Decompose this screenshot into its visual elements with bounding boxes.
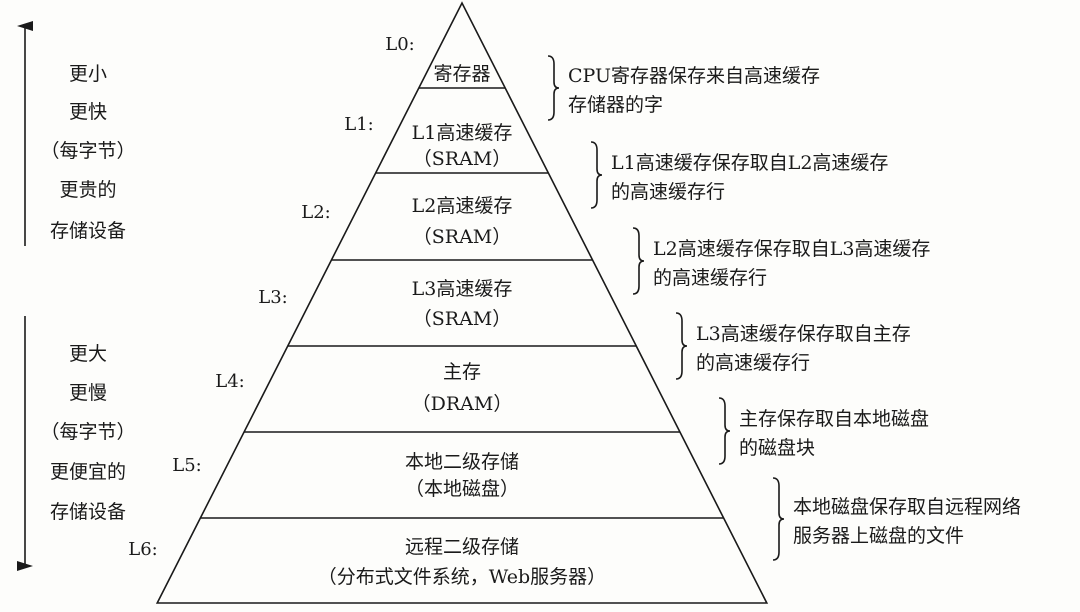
brace-icon xyxy=(590,141,603,209)
left-top-text: 存储设备 xyxy=(50,220,126,242)
level-name: （本地磁盘） xyxy=(405,478,519,500)
level-name: 寄存器 xyxy=(433,63,490,85)
left-bottom-text: 更慢 xyxy=(69,382,107,404)
note-text: CPU寄存器保存来自高速缓存 xyxy=(568,65,820,87)
note-text: 存储器的字 xyxy=(568,94,663,116)
brace-icon xyxy=(718,397,731,465)
note-text: 的高速缓存行 xyxy=(611,181,725,203)
left-top-text: （每字节） xyxy=(40,140,135,162)
left-bottom-text: 更便宜的 xyxy=(50,461,126,483)
level-label: L4: xyxy=(215,371,244,392)
brace-icon xyxy=(632,227,645,295)
level-name: 本地二级存储 xyxy=(405,451,519,473)
level-name: （SRAM） xyxy=(413,148,512,170)
level-name: 远程二级存储 xyxy=(405,536,519,558)
level-name: （SRAM） xyxy=(413,226,512,248)
brace-icon xyxy=(675,312,688,380)
brace-icon xyxy=(772,477,785,561)
note-text: 的高速缓存行 xyxy=(696,352,810,374)
note-text: L2高速缓存保存取自L3高速缓存 xyxy=(653,238,930,260)
level-name: （SRAM） xyxy=(413,308,512,330)
note-text: L3高速缓存保存取自主存 xyxy=(696,323,911,345)
left-bottom-text: 更大 xyxy=(69,343,107,365)
note-text: 服务器上磁盘的文件 xyxy=(793,525,964,547)
level-name: L3高速缓存 xyxy=(412,278,513,300)
level-name: （DRAM） xyxy=(412,393,513,415)
left-bottom-text: 存储设备 xyxy=(50,501,126,523)
left-bottom-text: （每字节） xyxy=(40,421,135,443)
level-notes: CPU寄存器保存来自高速缓存存储器的字L1高速缓存保存取自L2高速缓存的高速缓存… xyxy=(547,55,1021,561)
level-label: L5: xyxy=(172,455,201,476)
level-label: L2: xyxy=(301,202,330,223)
level-label: L3: xyxy=(258,287,287,308)
level-label: L6: xyxy=(128,539,157,560)
note-text: L1高速缓存保存取自L2高速缓存 xyxy=(611,152,888,174)
pyramid-outline xyxy=(155,1,769,604)
left-top-text: 更贵的 xyxy=(59,179,116,201)
level-label: L0: xyxy=(385,34,414,55)
note-text: 本地磁盘保存取自远程网络 xyxy=(793,496,1021,518)
left-top-text: 更小 xyxy=(69,63,107,85)
left-top-text: 更快 xyxy=(69,101,107,123)
note-text: 主存保存取自本地磁盘 xyxy=(739,408,929,430)
pyramid: L0: 寄存器 L1: L1高速缓存 （SRAM） L2: L2高速缓存 （SRAM） L3: L… xyxy=(128,1,769,604)
level-name: 主存 xyxy=(443,361,481,383)
note-text: 的磁盘块 xyxy=(739,437,815,459)
brace-icon xyxy=(547,55,560,121)
note-text: 的高速缓存行 xyxy=(653,267,767,289)
level-label: L1: xyxy=(344,114,373,135)
level-name: L1高速缓存 xyxy=(412,122,513,144)
level-name: （分布式文件系统，Web服务器） xyxy=(318,566,606,588)
level-name: L2高速缓存 xyxy=(412,195,513,217)
